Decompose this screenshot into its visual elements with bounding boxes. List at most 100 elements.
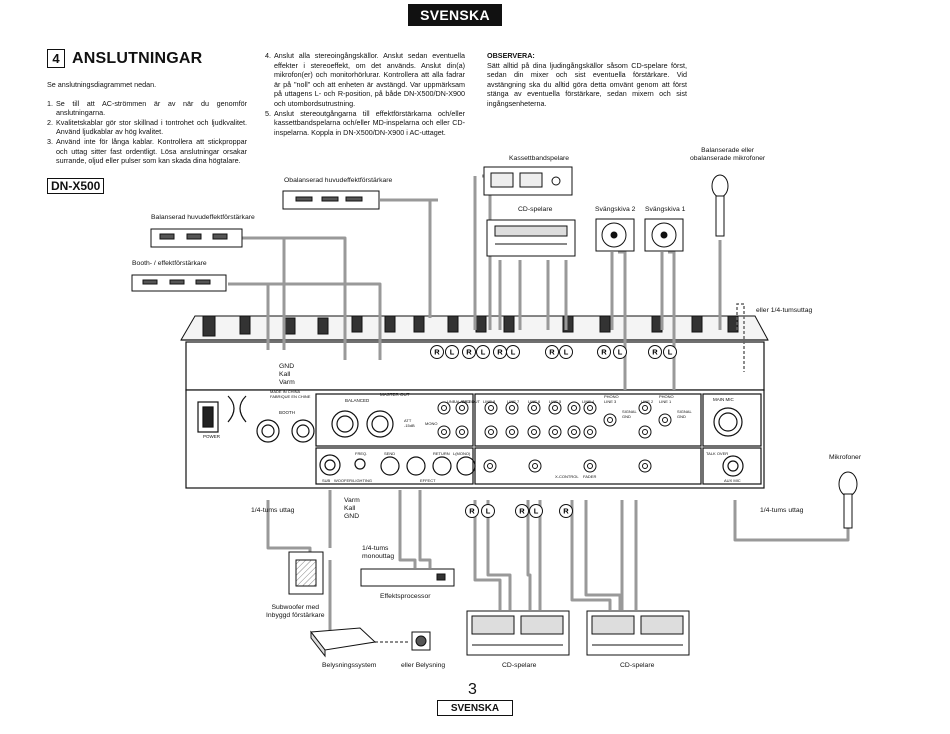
rca-jack-center [607, 417, 613, 423]
rca-jack-center [488, 405, 494, 411]
panel-woofer: WOOFER/LIGHTING [334, 478, 372, 483]
panel-return: RETURN [433, 451, 450, 456]
rca-plug-letter: L [450, 348, 455, 357]
panel-lmono: L(MONO) [453, 451, 471, 456]
label-quarter-jack-left: 1/4-tums uttag [251, 507, 295, 514]
step-text: Använd inte för långa kablar. Kontroller… [56, 136, 247, 166]
rca-plug-letter: L [486, 507, 491, 516]
label-booth-amp: Booth- / effektförstärkare [132, 260, 207, 267]
panel-line2: LINE 2 [641, 399, 654, 404]
panel-phono3: PHONO LINE 3 [604, 394, 619, 404]
rca-plug: R [465, 504, 479, 518]
rca-jack-center [509, 405, 515, 411]
steps-list-1: 1.Se till att AC-strömmen är av när du g… [47, 99, 247, 166]
panel-line4: LINE 4 [582, 399, 595, 404]
step-item: 2.Kvalitetskablar gör stor skillnad i to… [47, 118, 247, 137]
rca-plug: R [493, 345, 507, 359]
language-tab-bottom: SVENSKA [437, 700, 513, 716]
rca-jack-center [441, 429, 447, 435]
panel-effect: EFFECT [420, 478, 436, 483]
panel-mono: MONO [425, 421, 438, 426]
rca-jack-center [587, 405, 593, 411]
rca-plug: L [529, 504, 543, 518]
rca-plug-ring [506, 345, 520, 359]
rca-plug-letter: R [434, 348, 440, 357]
rca-plug: L [506, 345, 520, 359]
rca-jack-center [642, 463, 648, 469]
step-text: Se till att AC-strömmen är av när du gen… [56, 98, 247, 118]
rca-jack-center [459, 405, 465, 411]
rca-jack-center [459, 429, 465, 435]
step-number: 4. [265, 51, 271, 60]
rca-plug: L [445, 345, 459, 359]
panel-booth: BOOTH [279, 410, 296, 415]
label-subwoofer: Subwoofer med Inbyggd förstärkare [266, 604, 325, 619]
rca-plug-ring [613, 345, 627, 359]
rca-plug: R [430, 345, 444, 359]
rca-plug-letter: R [519, 507, 525, 516]
equipment [131, 166, 858, 658]
rca-plug-letter: L [511, 348, 516, 357]
panel-made-in: MADE IN CHINA FABRIQUE EN CHINE [270, 389, 311, 399]
rca-plug-ring [515, 504, 529, 518]
step-item: 5.Anslut stereoutgångarna till effektför… [265, 109, 465, 138]
panel-signal-gnd-1: SIGNAL GND [622, 409, 637, 419]
label-turntable-2: Svängskiva 2 [595, 206, 636, 213]
mixer-rear-panel [181, 339, 768, 489]
column-2: 4.Anslut alla stereoingångskällor. Anslu… [265, 51, 465, 137]
panel-power: POWER [203, 434, 221, 439]
panel-signal-gnd-2: SIGNAL GND [677, 409, 692, 419]
label-cd-top: CD-spelare [518, 206, 553, 213]
rca-jack-center [642, 429, 648, 435]
observe-title: OBSERVERA: [487, 51, 535, 60]
rca-plug-letter: R [652, 348, 658, 357]
rca-plug-ring [445, 345, 459, 359]
panel-main-mic: MAIN MIC [713, 397, 734, 402]
label-cd-bottom-left: CD-spelare [502, 662, 537, 669]
panel-line8: LINE 8 [483, 399, 496, 404]
label-gnd-cold-hot: GND Kall Varm [279, 363, 295, 386]
section-heading: 4 ANSLUTNINGAR [47, 49, 202, 68]
label-effects-processor: Effektsprocessor [380, 593, 431, 600]
rca-plug: L [559, 345, 573, 359]
panel-master-out: MASTER OUT [380, 392, 410, 397]
panel-fader: FADER [583, 474, 597, 479]
panel-rec-out: REC OUT [462, 399, 480, 404]
rca-plug-letter: L [481, 348, 486, 357]
rca-jack-center [532, 463, 538, 469]
rca-plug-letter: R [549, 348, 555, 357]
rca-plug: R [515, 504, 529, 518]
step-item: 1.Se till att AC-strömmen är av när du g… [47, 99, 247, 118]
cables [228, 174, 850, 636]
rca-plug-letter: R [563, 507, 569, 516]
rca-plug-letter: L [618, 348, 623, 357]
label-quarter-jack-mic: 1/4-tums uttag [760, 507, 804, 514]
panel-talk-over: TALK OVER [706, 451, 729, 456]
step-text: Kvalitetskablar gör stor skillnad i tont… [56, 117, 247, 137]
rca-jack-center [531, 405, 537, 411]
rca-plug: L [481, 504, 495, 518]
rca-plug: R [597, 345, 611, 359]
panel-line6: LINE 6 [528, 399, 541, 404]
panel-send: SEND [384, 451, 396, 456]
rca-jack-center [487, 463, 493, 469]
panel-xcon: X-CONTROL [555, 474, 579, 479]
label-balanced-amp: Balanserad huvudeffektförstärkare [151, 214, 255, 221]
rca-plug-ring [462, 345, 476, 359]
model-label: DN-X500 [47, 178, 105, 194]
rca-plug: L [613, 345, 627, 359]
rca-plug-ring [545, 345, 559, 359]
rca-jack-center [488, 429, 494, 435]
step-number: 1. [47, 98, 53, 108]
rca-plug-letter: L [668, 348, 673, 357]
panel-aux-mic: AUX MIC [724, 478, 741, 483]
section-title: ANSLUTNINGAR [72, 49, 203, 67]
rca-plug-ring [597, 345, 611, 359]
label-lighting-system: Belysningssystem [322, 662, 377, 669]
panel-balanced: BALANCED [345, 398, 370, 403]
rca-jack-center [509, 429, 515, 435]
rca-plug-ring [648, 345, 662, 359]
rca-jack-center [662, 417, 668, 423]
